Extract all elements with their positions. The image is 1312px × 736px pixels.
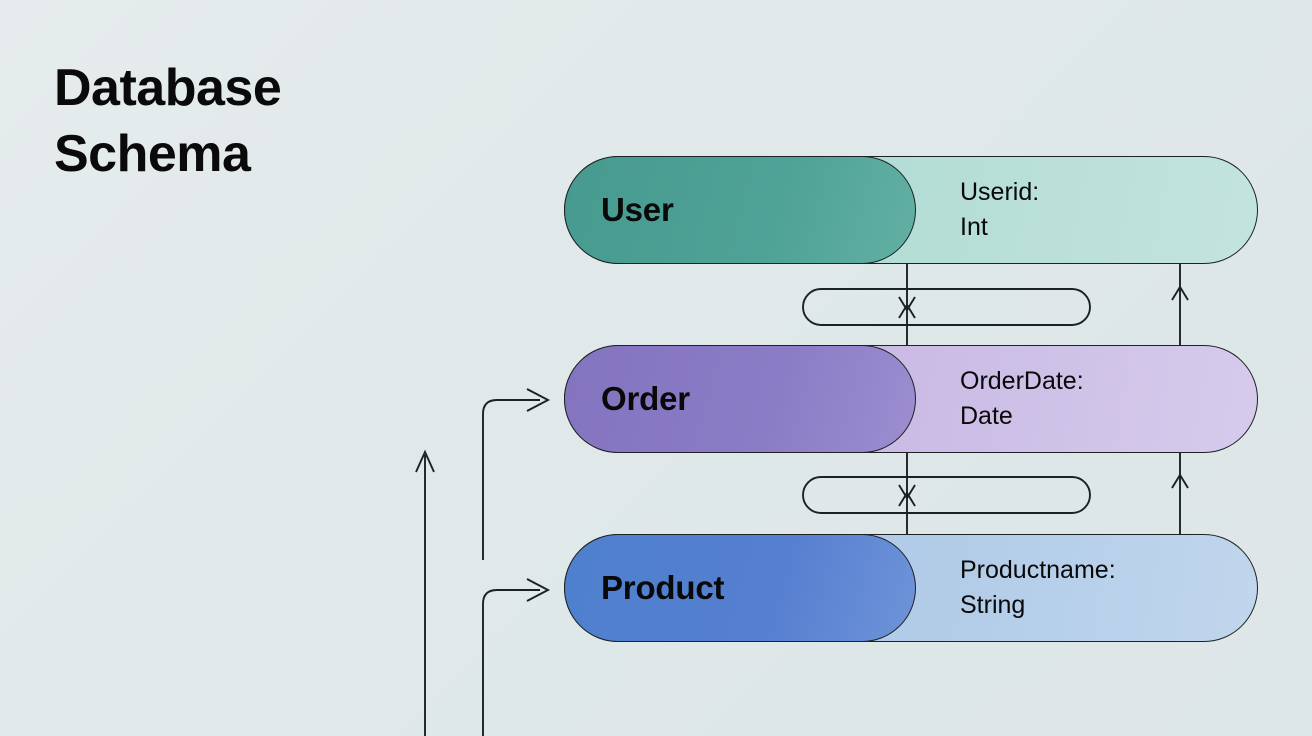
connector-user-order-arrowhead-down [898,296,916,312]
entity-user-attribute-name: Userid: [960,177,1040,206]
entity-order-attribute-name: OrderDate: [960,366,1084,395]
connector-order-product-arrowhead-down [898,484,916,500]
entity-user-label: User [601,191,674,228]
entity-user-header[interactable]: User [564,156,916,264]
relationship-pill-order-product [802,476,1091,514]
page-title: Database Schema [54,59,282,183]
connector-product-order-arrowhead-up [898,491,916,507]
connector-product-order-right-arrowhead [1171,473,1189,489]
entity-order[interactable]: OrderDate: Date Order [564,345,1258,453]
entity-user-attribute: Userid: Int [960,156,1039,264]
entity-product-attribute-type: String [960,591,1026,619]
entity-product-header[interactable]: Product [564,534,916,642]
entity-user[interactable]: Userid: Int User [564,156,1258,264]
connector-external-order-path [482,399,540,560]
entity-order-attribute: OrderDate: Date [960,345,1084,453]
entity-order-label: Order [601,380,690,417]
connector-external-product-arrowhead [526,578,551,602]
entity-order-header[interactable]: Order [564,345,916,453]
connector-external-order-arrowhead [526,388,551,412]
entity-product-attribute-name: Productname: [960,555,1116,584]
connector-order-user-right-arrowhead [1171,285,1189,301]
relationship-pill-user-order [802,288,1091,326]
entity-product[interactable]: Productname: String Product [564,534,1258,642]
connector-external-up-arrowhead [415,449,435,473]
connector-order-user-arrowhead-up [898,303,916,319]
entity-product-attribute: Productname: String [960,534,1116,642]
connector-external-product-path [482,589,540,736]
entity-order-attribute-type: Date [960,402,1013,430]
entity-user-attribute-type: Int [960,213,988,241]
entity-product-label: Product [601,569,725,606]
